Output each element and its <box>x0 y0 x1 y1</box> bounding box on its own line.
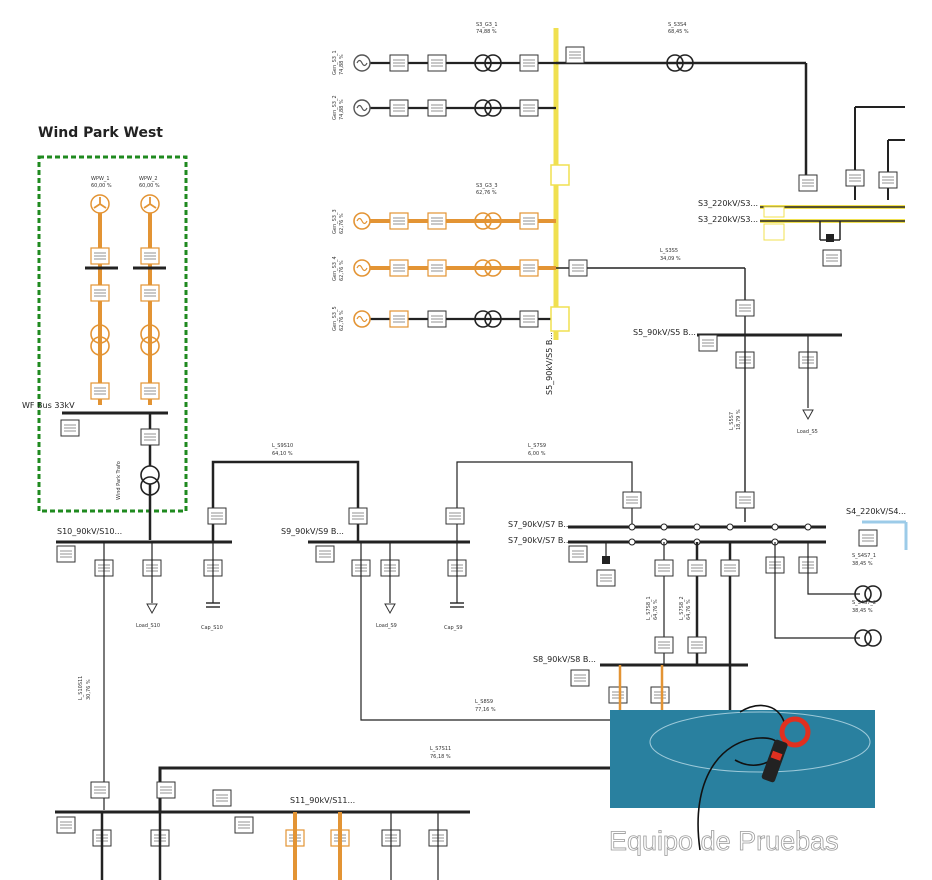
load-s5-label: Load_S5 <box>797 429 818 435</box>
gen-wpw-2-label: WPW_2 <box>139 176 158 182</box>
gen-wpw-1-loading: 60,00 % <box>91 183 112 189</box>
bus-s7b-label: S7_90kV/S7 B... <box>508 536 571 545</box>
gen-s3-4-label: Gen_S3_4 <box>332 256 338 281</box>
bus-s9-label: S9_90kV/S9 B... <box>281 527 344 536</box>
line-s5s7-loading: 18,79 % <box>736 409 742 430</box>
bus-s11-label: S11_90kV/S11... <box>290 796 355 805</box>
line-s3s5-loading: 34,09 % <box>660 256 681 262</box>
bus-s3b-label: S3_220kV/S3... <box>698 215 758 224</box>
trafo-s3-g3-3-loading: 62,76 % <box>476 190 497 196</box>
wind-park-frame <box>37 155 188 513</box>
line-s8s9-loading: 77,16 % <box>475 707 496 713</box>
gen-s3-1-label: Gen_S3_1 <box>332 50 338 75</box>
line-s7s9-label: L_S7S9 <box>528 443 546 449</box>
gen-s3-2-label: Gen_S3_2 <box>332 95 338 120</box>
gen-s3-3-loading: 62,76 % <box>339 213 345 234</box>
wf-bus-label: WF Bus 33kV <box>22 401 75 410</box>
bus-s5-label: S5_90kV/S5 B... <box>633 328 696 337</box>
trafo-s3-g3-1-label: S3_G3_1 <box>476 22 498 28</box>
line-s7s11-label: L_S7S11 <box>430 746 451 752</box>
trafo-s4s7-2-loading: 38,45 % <box>852 608 873 614</box>
s5-vertical-bus-label: S5_90kV/S5 B... <box>545 332 554 395</box>
bus-s7-label: S7_90kV/S7 B... <box>508 520 571 529</box>
cap-s9-label: Cap_S9 <box>444 625 463 631</box>
line-s8s9-label: L_S8S9 <box>475 699 493 705</box>
line-s7s8-1-loading: 64,76 % <box>653 599 659 620</box>
trafo-s3-g3-1-loading: 74,88 % <box>476 29 497 35</box>
line-s7s11-loading: 76,18 % <box>430 754 451 760</box>
trafo-s3-g3-3-label: S3_G3_3 <box>476 183 498 189</box>
gen-s3-4-loading: 62,76 % <box>339 260 345 281</box>
bus-s4-label: S4_220kV/S4... <box>846 507 906 516</box>
gen-wpw-2-loading: 60,00 % <box>139 183 160 189</box>
line-s7s8-1-label: L_S7S8_1 <box>646 596 652 620</box>
load-s10-label: Load_S10 <box>136 623 160 629</box>
wind-park-title: Wind Park West <box>38 125 163 141</box>
bus-s8-label: S8_90kV/S8 B... <box>533 655 596 664</box>
line-s9s10-loading: 64,10 % <box>272 451 293 457</box>
gen-s3-5-label: Gen_S3_5 <box>332 306 338 331</box>
gen-wpw-1-label: WPW_1 <box>91 176 110 182</box>
gen-s3-2-loading: 74,88 % <box>339 99 345 120</box>
load-s9-label: Load_S9 <box>376 623 397 629</box>
line-s7s9-loading: 6,00 % <box>528 451 546 457</box>
gen-s3-3-label: Gen_S3_3 <box>332 209 338 234</box>
trafo-s4s7-1-label: S_S4S7_1 <box>852 553 876 559</box>
line-s5s7-label: L_S5S7 <box>729 412 735 430</box>
gen-s3-1-loading: 74,88 % <box>339 54 345 75</box>
line-s10s11-label: L_S10S11 <box>78 676 84 700</box>
trafo-s3s4-label: S_S3S4 <box>668 22 686 28</box>
line-s7s8-2-label: L_S7S8_2 <box>679 596 685 620</box>
line-s7s8-2-loading: 64,76 % <box>686 599 692 620</box>
gen-s3-5-loading: 62,76 % <box>339 310 345 331</box>
watermark-logo <box>610 704 875 851</box>
trafo-s4s7-1-loading: 38,45 % <box>852 561 873 567</box>
line-s9s10-label: L_S9S10 <box>272 443 293 449</box>
bus-s3-label: S3_220kV/S3... <box>698 199 758 208</box>
trafo-s3s4-loading: 68,45 % <box>668 29 689 35</box>
line-s10s11-loading: 30,76 % <box>86 679 92 700</box>
s3-generators <box>353 54 556 328</box>
watermark-text: Equipo de Pruebas <box>609 826 839 856</box>
cap-s10-label: Cap_S10 <box>201 625 223 631</box>
line-s3s5-label: L_S3S5 <box>660 248 678 254</box>
bus-s10-label: S10_90kV/S10... <box>57 527 122 536</box>
trafo-s4s7-2-label: S_S4S7_2 <box>852 600 876 606</box>
wind-park-trafo-label: Wind Park Trafo <box>116 461 122 500</box>
